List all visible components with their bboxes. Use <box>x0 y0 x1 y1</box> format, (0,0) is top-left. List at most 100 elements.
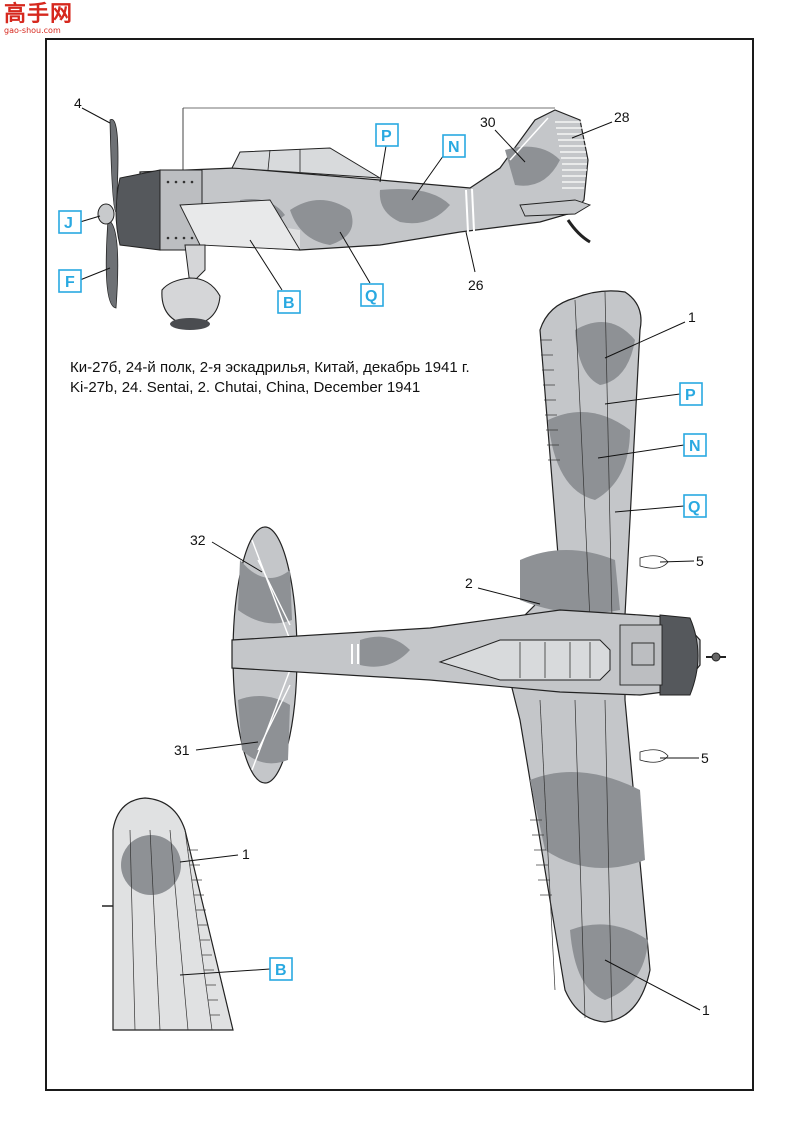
panel-rivets <box>166 180 194 240</box>
gear-strut <box>184 244 206 287</box>
label-2: 2 <box>465 575 473 591</box>
caption: Ки-27б, 24-й полк, 2-я эскадрилья, Китай… <box>70 358 470 398</box>
camo-patch <box>238 560 292 624</box>
camo-patch <box>548 412 630 500</box>
callout-q: Q <box>365 288 377 305</box>
callout-b: B <box>283 295 295 312</box>
callout-n-box <box>683 433 707 457</box>
leader-line <box>477 587 541 605</box>
leader-line <box>81 107 111 124</box>
caption-russian: Ки-27б, 24-й полк, 2-я эскадрилья, Китай… <box>70 359 470 376</box>
label-31: 31 <box>174 742 190 758</box>
callout-q-box <box>683 494 707 518</box>
leader-line <box>614 505 685 513</box>
leader-line <box>659 560 695 563</box>
label-30: 30 <box>480 114 496 130</box>
label-4: 4 <box>74 95 82 111</box>
leader-line <box>339 231 371 284</box>
leader-line <box>79 267 111 281</box>
leader-line <box>604 393 681 405</box>
aileron-ticks <box>530 339 560 896</box>
plan-view <box>231 290 726 1023</box>
underwing-callouts: 1 B <box>179 846 293 981</box>
leader-line <box>179 968 271 976</box>
label-28: 28 <box>614 109 630 125</box>
label-5-top: 5 <box>696 553 704 569</box>
leader-line <box>411 151 447 201</box>
leader-line <box>211 541 263 573</box>
callout-n: N <box>689 438 701 455</box>
underwing-ticks <box>188 849 220 1016</box>
plan-callouts: 1 P N Q 5 2 32 31 5 1 <box>174 309 710 1018</box>
callout-j: J <box>64 215 73 232</box>
leader-line <box>571 121 613 139</box>
tail-stripes <box>251 539 291 771</box>
leader-line <box>195 741 259 751</box>
leader-line <box>379 145 387 183</box>
wheel-tire <box>170 318 210 330</box>
leader-line <box>494 129 526 163</box>
propeller-blade-bottom <box>105 219 119 309</box>
fuselage-band <box>465 189 469 233</box>
propeller-blade-top <box>109 119 119 213</box>
callout-n-box <box>442 134 466 158</box>
callout-p-box <box>679 382 703 406</box>
label-1: 1 <box>688 309 696 325</box>
watermark-url: gao-shou.com <box>4 26 61 35</box>
camo-patch <box>238 696 290 764</box>
cockpit-plan <box>438 639 611 681</box>
caption-english: Ki-27b, 24. Sentai, 2. Chutai, China, De… <box>70 379 421 396</box>
label-26: 26 <box>468 277 484 293</box>
callout-p-box <box>375 123 399 147</box>
profile-callouts: 4 J F P N 30 28 B Q 26 <box>58 95 630 314</box>
watermark-logo: 高手网 gao-shou.com <box>4 4 73 35</box>
leader-line <box>249 239 283 291</box>
underwing-panel-lines <box>129 829 213 1031</box>
callout-f-box <box>58 269 82 293</box>
rudder-stripes <box>555 121 587 189</box>
camo-patch <box>379 189 450 224</box>
underwing-panel <box>112 797 234 1031</box>
engine-cowling <box>115 169 161 251</box>
side-profile <box>97 107 592 330</box>
propeller-spinner <box>97 203 115 225</box>
watermark-text: 高手网 <box>4 2 74 27</box>
callout-p: P <box>381 128 392 145</box>
engine-panel-plan <box>619 624 663 686</box>
wing-root <box>179 199 301 251</box>
camo-patch <box>530 772 645 868</box>
wing-light <box>639 749 669 763</box>
leader-line <box>597 444 685 459</box>
label-1-underwing: 1 <box>242 846 250 862</box>
camo-patch <box>290 200 353 245</box>
hinomaru-marking <box>121 835 181 895</box>
camo-patch <box>575 322 635 385</box>
tail-skid <box>566 219 591 244</box>
leader-line <box>179 854 239 863</box>
propeller-spinner-plan <box>711 652 721 662</box>
canopy <box>231 147 381 179</box>
callout-b-underwing: B <box>275 962 287 979</box>
callout-p: P <box>685 387 696 404</box>
label-1-bottom: 1 <box>702 1002 710 1018</box>
engine-plan <box>659 614 699 696</box>
label-32: 32 <box>190 532 206 548</box>
leader-line <box>465 231 476 273</box>
label-5-bottom: 5 <box>701 750 709 766</box>
callout-f: F <box>65 274 75 291</box>
callout-q-box <box>360 283 384 307</box>
underwing-detail <box>102 797 234 1031</box>
cockpit-frames <box>519 642 591 678</box>
leader-line <box>79 215 101 223</box>
camo-patch <box>520 550 620 614</box>
drawing-frame <box>45 38 754 1091</box>
callout-n: N <box>448 139 460 156</box>
camo-patch <box>360 636 410 667</box>
canopy-frame <box>267 149 271 171</box>
callout-b-box <box>269 957 293 981</box>
callout-b-box <box>277 290 301 314</box>
camo-patch <box>505 146 560 186</box>
tailplane <box>519 199 592 217</box>
callout-j-box <box>58 210 82 234</box>
